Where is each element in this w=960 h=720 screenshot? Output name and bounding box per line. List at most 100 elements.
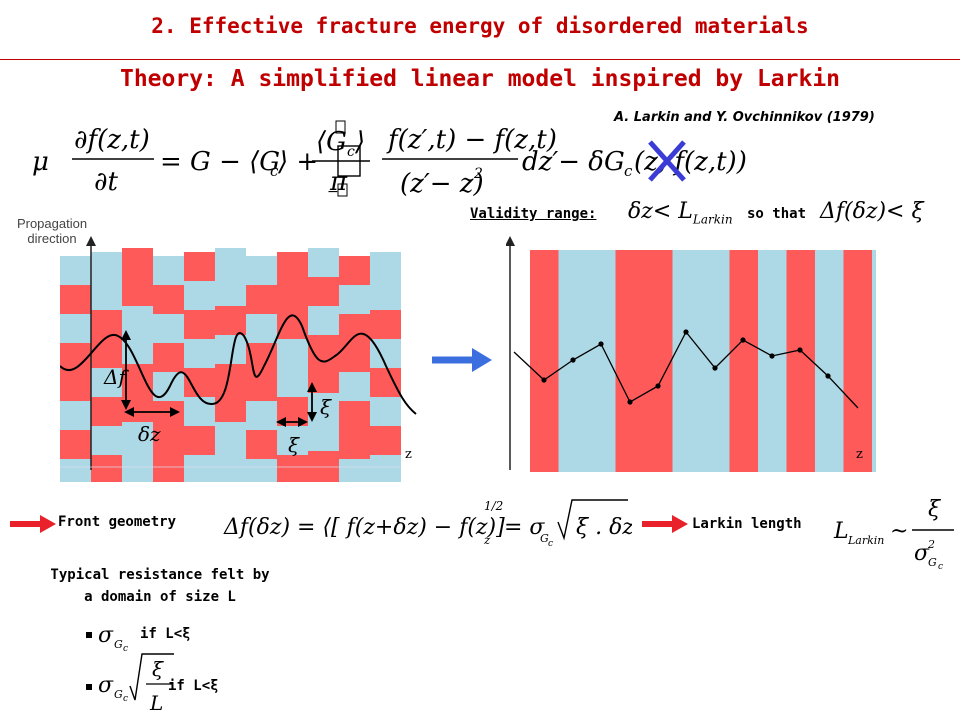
svg-text:ξ . δz: ξ . δz [576, 515, 632, 540]
validity-consequence: Δf(δz)< ξ [820, 199, 924, 224]
svg-text:L: L [149, 691, 163, 715]
svg-text:Larkin: Larkin [847, 534, 884, 547]
strong-cell [370, 426, 401, 459]
sigma-gc-expression: σ G c [98, 623, 128, 652]
weak-cell [339, 459, 370, 482]
so-that-label: so that [747, 206, 807, 222]
strong-cell [91, 455, 122, 482]
svg-text:(z, f(z,t)): (z, f(z,t)) [634, 147, 747, 177]
weak-cell [60, 256, 91, 289]
strong-cell [91, 397, 122, 430]
strong-cell [370, 310, 401, 343]
strong-stripe [615, 250, 644, 472]
evolution-equation: μ ∂f(z,t) ∂t = G − ⟨G c ⟩ + ⟨G c ⟩ π − f… [32, 120, 747, 200]
weak-cell [246, 256, 277, 289]
larkin-length-equation: L Larkin ~ ξ σ 2 G c [833, 497, 954, 570]
slide-title: Theory: A simplified linear model inspir… [119, 66, 841, 92]
weak-stripe [815, 250, 844, 472]
svg-text:G: G [928, 556, 937, 569]
strong-cell [277, 455, 308, 482]
svg-text:G: G [114, 638, 123, 651]
strong-cell [122, 393, 153, 426]
strong-stripe [530, 250, 559, 472]
eq-mid: = G − ⟨G [160, 147, 280, 177]
strong-cell [277, 252, 308, 285]
strong-cell [91, 339, 122, 372]
weak-cell [184, 339, 215, 372]
svg-text:σ: σ [98, 623, 114, 648]
weak-stripe [872, 250, 876, 472]
right-z-axis-label: z [856, 447, 863, 462]
weak-cell [215, 422, 246, 455]
svg-text:~: ~ [890, 519, 908, 544]
front-point [825, 373, 831, 379]
strong-cell [184, 310, 215, 343]
weak-cell [339, 285, 370, 318]
validity-condition: δz< LLarkin [628, 199, 733, 227]
weak-cell [184, 397, 215, 430]
weak-cell [153, 256, 184, 289]
svg-text:σ: σ [914, 541, 930, 566]
strong-cell [184, 426, 215, 459]
svg-text:(z′− z): (z′− z) [400, 169, 484, 199]
svg-text:G: G [114, 688, 123, 701]
strong-cell [153, 343, 184, 376]
front-point [655, 383, 661, 389]
strong-stripe [729, 250, 758, 472]
svg-text:c: c [347, 144, 355, 160]
propagation-direction-label: Propagation direction [16, 216, 88, 246]
weak-cell [215, 248, 246, 281]
front-geometry-arrow-icon [10, 515, 56, 533]
svg-text:z: z [483, 533, 491, 547]
strong-cell [246, 285, 277, 318]
weak-cell [246, 401, 277, 434]
weak-cell [91, 281, 122, 314]
weak-cell [91, 368, 122, 401]
svg-text:c: c [123, 644, 128, 652]
front-point [570, 357, 576, 363]
weak-cell [153, 314, 184, 347]
front-point [712, 365, 718, 371]
weak-cell [246, 314, 277, 347]
larkin-domains-panel: z [506, 236, 876, 472]
strong-cell [339, 430, 370, 463]
strong-cell [60, 372, 91, 405]
section-title: 2. Effective fracture energy of disorder… [151, 14, 809, 38]
svg-text:π: π [329, 167, 348, 197]
svg-text:Δf(δz) = ⟨[ f(z+δz) − f(z)]: Δf(δz) = ⟨[ f(z+δz) − f(z)] [223, 515, 505, 540]
weak-cell [370, 281, 401, 314]
svg-text:ξ: ξ [152, 657, 164, 681]
weak-stripe [672, 250, 701, 472]
weak-cell [215, 277, 246, 310]
weak-cell [60, 401, 91, 434]
disordered-material-panel: Δf δz ξ ξ z [60, 236, 417, 482]
left-z-axis-label: z [405, 447, 412, 462]
weak-cell [339, 372, 370, 405]
front-point [740, 337, 746, 343]
resistance-heading: Typical resistance felt by a domain of s… [50, 567, 270, 605]
svg-text:c: c [624, 162, 633, 180]
svg-text:−: − [327, 184, 339, 200]
xi-vertical-label: ξ [320, 395, 332, 419]
svg-text:c: c [123, 694, 128, 704]
strong-cell [153, 401, 184, 434]
weak-cell [370, 397, 401, 430]
eq-dfdt-num: ∂f(z,t) [74, 125, 150, 155]
strong-cell [122, 364, 153, 397]
case1-label: if L<ξ [140, 626, 191, 642]
weak-cell [308, 422, 339, 455]
strong-cell [122, 248, 153, 281]
strong-cell [339, 256, 370, 289]
strong-cell [184, 252, 215, 285]
svg-text:f(z′,t) − f(z,t): f(z′,t) − f(z,t) [386, 125, 557, 155]
strong-cell [153, 459, 184, 482]
delta-f-label: Δf [103, 365, 129, 389]
bullet-icon [86, 632, 92, 638]
bullet-icon [86, 684, 92, 690]
delta-z-label: δz [138, 422, 161, 446]
weak-cell [277, 339, 308, 372]
sigma-gc-sqrt-expression: σ G c ξ L [98, 653, 174, 715]
svg-text:L: L [833, 519, 849, 544]
weak-cell [308, 393, 339, 426]
xi-horizontal-label: ξ [288, 433, 300, 457]
